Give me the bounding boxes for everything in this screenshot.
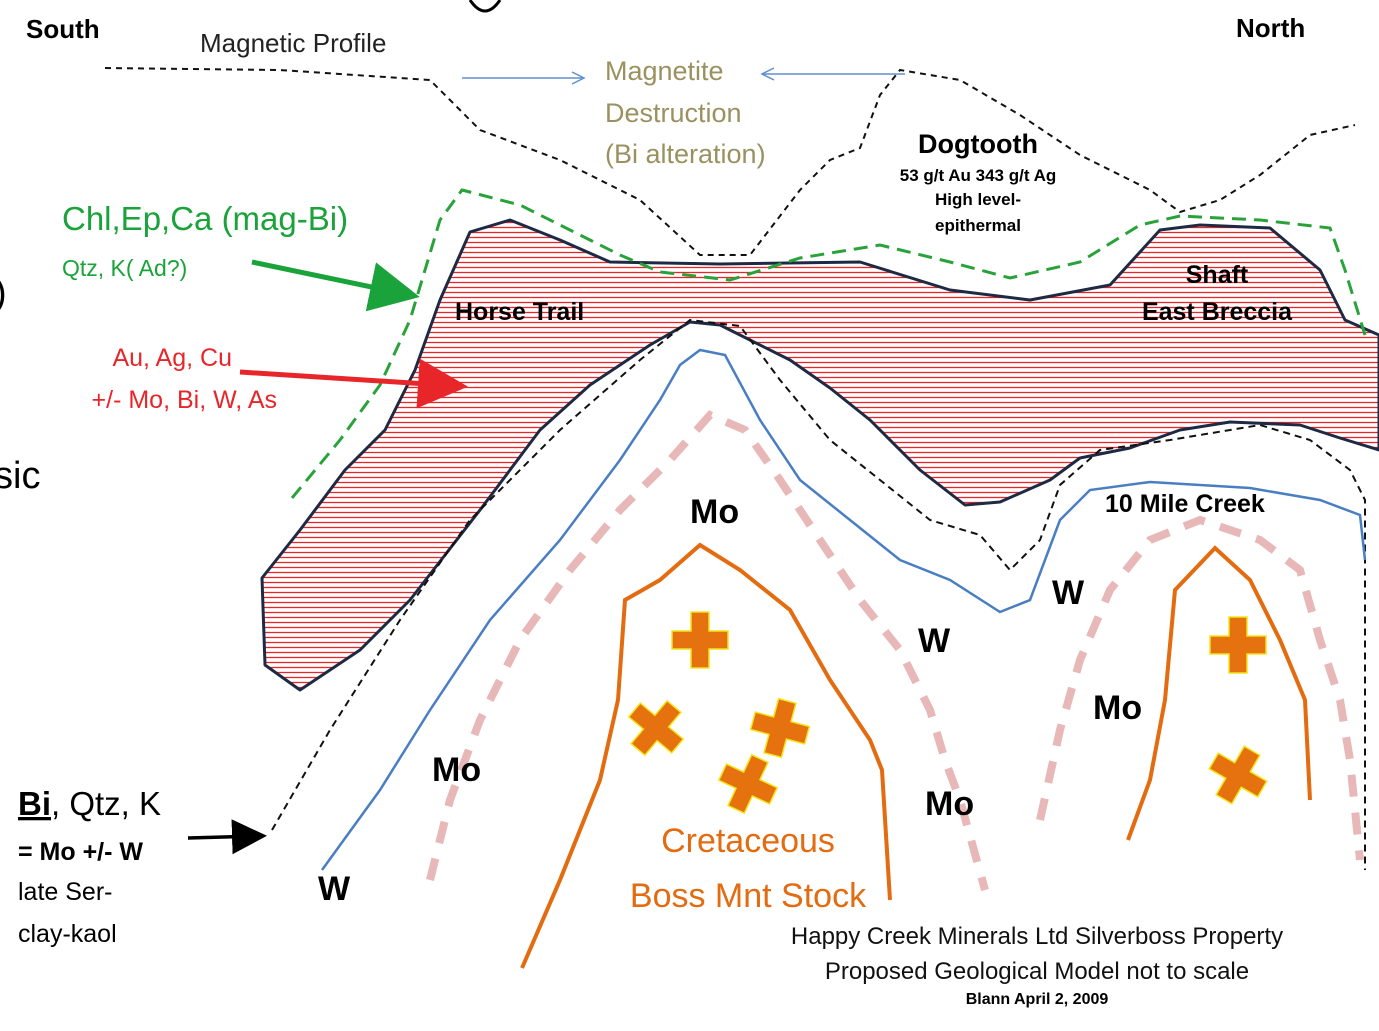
- magnetite-label-3: (Bi alteration): [605, 139, 766, 169]
- chl-ep-ca-envelope: [290, 188, 1367, 499]
- qtz-k-ad-label: Qtz, K( Ad?): [62, 255, 187, 281]
- shaft-label: Shaft: [1186, 261, 1249, 289]
- dogtooth-level: High level-: [935, 190, 1021, 209]
- mo-label-right: Mo: [1093, 689, 1142, 727]
- cretaceous-label: Cretaceous: [661, 822, 835, 860]
- boss-mnt-stock-label: Boss Mnt Stock: [630, 877, 867, 915]
- intrusive-cross-5: [1209, 616, 1267, 674]
- mo-label-middle: Mo: [925, 785, 974, 823]
- dogtooth-grade: 53 g/t Au 343 g/t Ag: [900, 166, 1057, 185]
- credit-line-2: Proposed Geological Model not to scale: [825, 958, 1249, 985]
- intrusive-cross-1: [671, 611, 729, 669]
- metals-pointer-arrow: [239, 358, 468, 409]
- magnetite-label-1: Magnetite: [605, 56, 724, 86]
- late-ser-label: late Ser-: [18, 878, 112, 906]
- partial-paren-text: ): [0, 272, 7, 314]
- intrusive-cross-6: [1208, 745, 1268, 805]
- ten-mile-creek-label: 10 Mile Creek: [1105, 490, 1265, 518]
- east-breccia-label: East Breccia: [1142, 298, 1293, 326]
- magnetic-profile-label: Magnetic Profile: [200, 28, 386, 58]
- credit-line-3: Blann April 2, 2009: [966, 991, 1109, 1008]
- mo-envelope-left: [426, 410, 989, 892]
- magnetite-label-2: Destruction: [605, 98, 742, 128]
- chl-ep-ca-label: Chl,Ep,Ca (mag-Bi): [62, 200, 348, 237]
- bi-qtz-k-label: Bi, Qtz, K: [18, 785, 161, 822]
- boss-mnt-stock-outline: [520, 542, 892, 969]
- au-ag-cu-label: Au, Ag, Cu: [112, 344, 232, 372]
- intrusive-cross-2: [627, 699, 685, 757]
- dogtooth-title: Dogtooth: [918, 129, 1038, 159]
- mo-envelope-right: [1036, 515, 1364, 861]
- clay-kaol-label: clay-kaol: [18, 920, 117, 948]
- north-label: North: [1236, 13, 1305, 43]
- mo-label-top: Mo: [690, 493, 739, 531]
- w-label-middle: W: [918, 622, 951, 660]
- w-label-left: W: [318, 870, 351, 908]
- intrusive-cross-3: [749, 697, 811, 759]
- intrusive-cross-4: [717, 753, 779, 815]
- w-label-right: W: [1052, 574, 1085, 612]
- chl-pointer-arrow: [251, 259, 420, 312]
- east-stock-outline: [1126, 545, 1312, 841]
- bi-alteration-boundary: [271, 318, 1366, 870]
- mo-bi-w-as-label: +/- Mo, Bi, W, As: [92, 386, 277, 414]
- w-boundary-line: [320, 348, 1367, 871]
- dogtooth-type: epithermal: [935, 216, 1021, 235]
- mineralized-zone: [260, 218, 1379, 692]
- mo-w-label: = Mo +/- W: [18, 838, 143, 866]
- bi-pointer-arrow: [187, 819, 267, 855]
- mo-label-left: Mo: [432, 751, 481, 789]
- south-label: South: [26, 14, 100, 44]
- bi-label: Bi: [18, 785, 51, 822]
- credit-line-1: Happy Creek Minerals Ltd Silverboss Prop…: [791, 923, 1283, 950]
- horse-trail-label: Horse Trail: [455, 298, 584, 326]
- qtz-k-label: , Qtz, K: [51, 785, 161, 822]
- partial-sic-text: sic: [0, 455, 40, 497]
- cropped-top-shape: [468, 0, 502, 13]
